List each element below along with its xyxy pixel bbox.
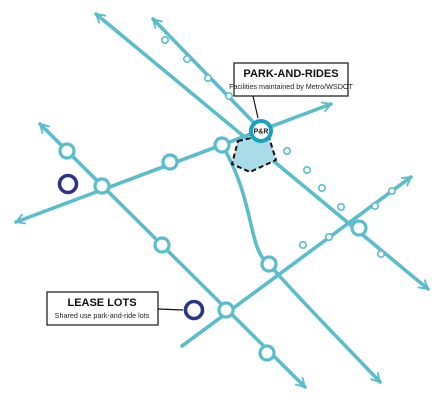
minor-stop: [204, 74, 213, 83]
park-and-rides-callout: PARK-AND-RIDES Facilities maintained by …: [229, 62, 354, 119]
minor-stop: [298, 241, 307, 250]
lease-lots-callout: LEASE LOTS Shared use park-and-ride lots: [46, 291, 184, 326]
route-line-curved-southbound: [220, 143, 382, 384]
route-lines: [14, 12, 430, 389]
station: [161, 153, 179, 171]
lease-lots-callout-box: [46, 291, 159, 326]
station: [213, 136, 231, 154]
minor-stop: [161, 35, 170, 44]
lease-lots-leader: [157, 308, 184, 311]
minor-stop: [302, 166, 311, 175]
park-and-ride-marker: P&R: [249, 119, 273, 143]
station: [258, 344, 276, 362]
minor-stop: [376, 250, 385, 259]
minor-stop: [336, 203, 345, 212]
lease-lot-marker: [183, 299, 205, 321]
minor-stop: [387, 187, 396, 196]
park-and-rides-leader: [252, 95, 259, 119]
minor-stop: [324, 233, 333, 242]
lease-lot-marker: [57, 173, 79, 195]
station: [58, 142, 76, 160]
park-and-rides-subtitle: Facilities maintained by Metro/WSDOT: [229, 82, 353, 91]
minor-stop: [370, 202, 379, 211]
park-and-ride-badge-label: P&R: [254, 129, 269, 136]
lease-lots-title: LEASE LOTS: [67, 297, 136, 309]
minor-stop: [183, 54, 192, 63]
station: [93, 177, 111, 195]
station: [217, 301, 235, 319]
station: [260, 255, 278, 273]
park-and-ride-badge: [249, 119, 273, 143]
minor-stop: [225, 92, 234, 101]
minor-stop: [282, 147, 291, 156]
station: [350, 219, 368, 237]
route-line-northwest-branch: [151, 17, 261, 130]
minor-stops: [161, 35, 396, 259]
station: [153, 236, 171, 254]
route-line-northeast-branch: [180, 175, 413, 348]
lease-lots-subtitle: Shared use park-and-ride lots: [55, 311, 150, 320]
lease-lots: [57, 173, 205, 321]
minor-stop: [317, 184, 326, 193]
major-stations: [58, 136, 368, 362]
park-and-rides-title: PARK-AND-RIDES: [243, 68, 338, 80]
park-and-rides-callout-box: [233, 62, 349, 97]
